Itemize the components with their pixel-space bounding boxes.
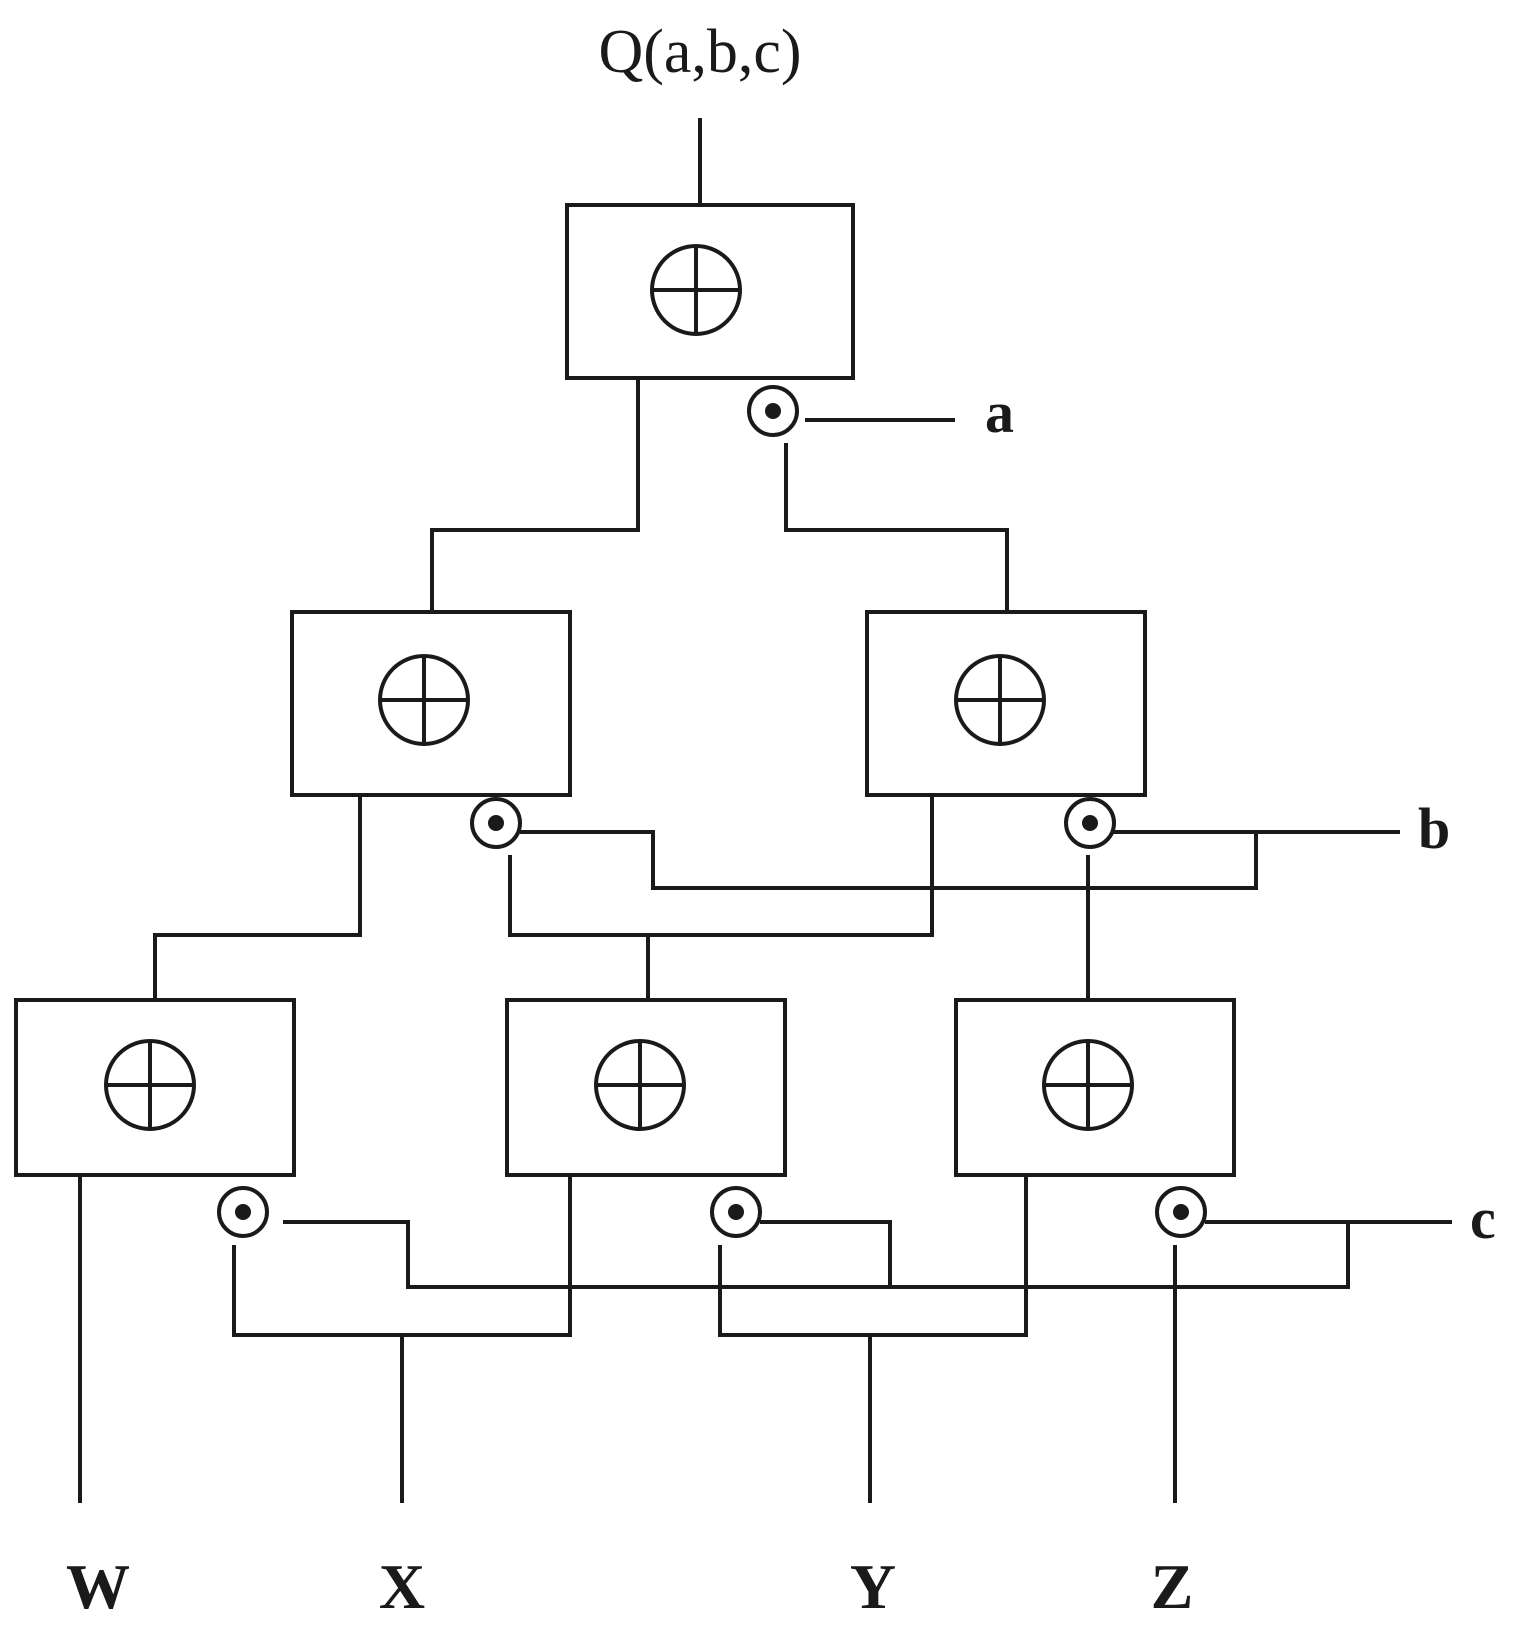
circled-plus-icon [104,1039,196,1131]
wire-bottom-left-pair [232,1175,572,1337]
circled-dot-icon [710,1186,762,1238]
circled-plus-icon [650,244,742,336]
input-label-x: X [379,1551,425,1622]
input-label-y: Y [850,1551,896,1622]
output-label: Q(a,b,c) [598,18,801,86]
control-label-b: b [1418,796,1450,861]
node-mid-left [290,610,572,797]
node-bottom-right [954,998,1236,1177]
input-label-w: W [66,1551,130,1622]
node-mid-right [865,610,1147,797]
circled-plus-icon [378,654,470,746]
control-ports [217,385,1207,1238]
control-label-c: c [1470,1186,1496,1251]
wire-midleft-left [153,795,362,1000]
control-label-a: a [985,380,1014,445]
circled-dot-icon [1064,797,1116,849]
circled-dot-icon [470,797,522,849]
circled-plus-icon [954,654,1046,746]
wire-c-loop-2 [760,1220,892,1287]
wire-top-right [784,443,1009,612]
node-top [565,203,855,380]
labels: Q(a,b,c) a b c W X Y Z [66,18,1496,1622]
wire-c-loop-1 [283,1220,1350,1289]
node-box [505,998,787,1177]
circled-dot-icon [217,1186,269,1238]
wire-midleft-right [508,795,934,937]
circled-plus-icon [594,1039,686,1131]
wire-bottom-mid-pair [718,1175,1028,1337]
input-label-z: Z [1151,1551,1194,1622]
node-bottom-left [14,998,296,1177]
wire-top-left [430,378,640,612]
circled-dot-icon [747,385,799,437]
circled-dot-icon [1155,1186,1207,1238]
wire-b-loop [520,830,1258,890]
circled-plus-icon [1042,1039,1134,1131]
wires [78,118,1452,1503]
node-bottom-mid [505,998,787,1177]
